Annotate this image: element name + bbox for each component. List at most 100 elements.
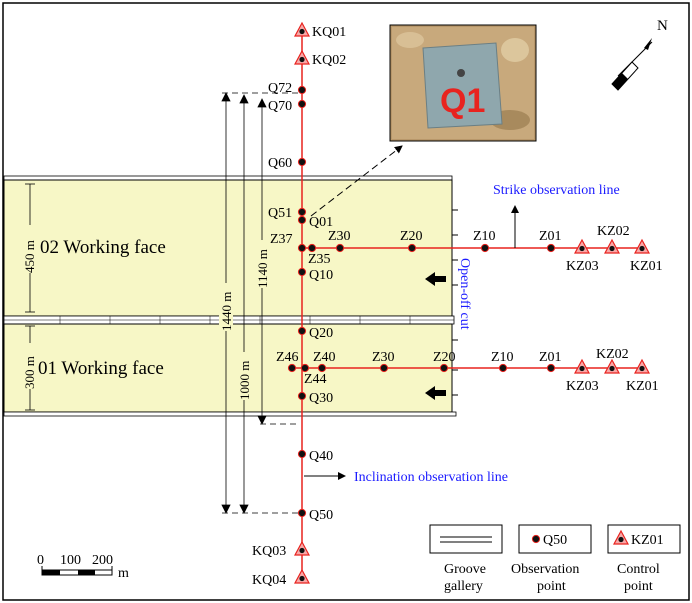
svg-text:Strike observation line: Strike observation line <box>493 183 620 198</box>
control-point-kq03: KQ03 <box>252 541 310 559</box>
svg-text:Groove: Groove <box>444 562 486 577</box>
svg-text:Z10: Z10 <box>491 350 514 365</box>
svg-text:Inclination observation line: Inclination observation line <box>354 470 508 485</box>
observation-point-z10: Z10 <box>473 229 496 253</box>
observation-point-q20: Q20 <box>297 326 333 341</box>
svg-text:KZ02: KZ02 <box>596 347 629 362</box>
dimension-1440m: 1440 m <box>219 292 234 331</box>
svg-text:Q50: Q50 <box>543 533 567 548</box>
observation-point-z20: Z20 <box>400 229 423 253</box>
observation-point-q30: Q30 <box>297 391 333 406</box>
photo-leader-line <box>310 145 403 217</box>
control-point-kq04: KQ04 <box>252 569 310 588</box>
photo-inset: Q1 <box>389 24 537 142</box>
svg-text:Q50: Q50 <box>309 508 333 523</box>
svg-text:450 m: 450 m <box>22 240 37 273</box>
north-arrow: N <box>611 18 668 91</box>
svg-text:KZ01: KZ01 <box>631 533 664 548</box>
svg-text:KQ03: KQ03 <box>252 544 286 559</box>
svg-text:Z40: Z40 <box>313 350 336 365</box>
observation-point-z30: Z30 <box>372 350 395 373</box>
face-02-label: 02 Working face <box>40 237 166 258</box>
svg-text:Z20: Z20 <box>400 229 423 244</box>
legend-control-point: KZ01 Control point <box>607 524 681 594</box>
svg-text:Q70: Q70 <box>268 99 292 114</box>
observation-point-q50: Q50 <box>297 508 333 523</box>
svg-text:KZ01: KZ01 <box>626 379 659 394</box>
control-point-kz01: KZ01 <box>630 239 663 274</box>
svg-text:100: 100 <box>60 553 81 568</box>
svg-text:Q01: Q01 <box>309 215 333 230</box>
inclination-points: KQ01 KQ02 Q72 Q70 Q60 Q51 Q01 Q10 Q20 Q3… <box>252 22 346 588</box>
svg-text:Q60: Q60 <box>268 156 292 171</box>
svg-text:300 m: 300 m <box>22 356 37 389</box>
control-point-kq02: KQ02 <box>294 50 346 68</box>
svg-text:m: m <box>118 566 129 581</box>
inclination-line-annotation: Inclination observation line <box>304 470 508 485</box>
svg-text:0: 0 <box>37 553 44 568</box>
strike-points-02: Z37 Z35 Z30 Z20 Z10 Z01 KZ03 KZ02 KZ01 <box>270 224 663 274</box>
photo-plate-text: Q1 <box>440 82 485 120</box>
control-point-kq01: KQ01 <box>294 22 346 40</box>
observation-point-z40: Z40 <box>313 350 336 373</box>
observation-point-z37: Z37 <box>270 232 307 253</box>
advance-arrow-01 <box>425 386 446 400</box>
observation-point-q10: Q10 <box>297 267 333 283</box>
observation-point-z46: Z46 <box>276 350 299 373</box>
face-01-label: 01 Working face <box>38 358 164 379</box>
scale-bar: 0 100 200 m <box>37 553 129 581</box>
svg-text:KQ01: KQ01 <box>312 25 346 40</box>
observation-point-q01: Q01 <box>297 215 333 230</box>
control-point-kz03: KZ03 <box>566 359 599 394</box>
observation-point-z01: Z01 <box>539 350 562 373</box>
observation-point-q70: Q70 <box>268 99 307 114</box>
strike-line-annotation: Strike observation line <box>493 183 620 248</box>
svg-text:Z35: Z35 <box>308 252 331 267</box>
svg-text:Q40: Q40 <box>309 449 333 464</box>
observation-point-q72: Q72 <box>268 81 307 96</box>
svg-text:Z01: Z01 <box>539 229 562 244</box>
svg-text:Q51: Q51 <box>268 206 292 221</box>
legend-groove-gallery: Groove gallery <box>429 524 503 594</box>
advance-arrow-02 <box>425 272 446 286</box>
svg-text:Z46: Z46 <box>276 350 299 365</box>
control-point-kz02: KZ02 <box>597 224 630 254</box>
observation-point-z30: Z30 <box>328 229 351 253</box>
svg-text:Z37: Z37 <box>270 232 293 247</box>
svg-text:KZ02: KZ02 <box>597 224 630 239</box>
svg-text:Z20: Z20 <box>433 350 456 365</box>
svg-text:Z10: Z10 <box>473 229 496 244</box>
observation-point-z01: Z01 <box>539 229 562 253</box>
dimension-450m: 450 m <box>22 183 38 313</box>
observation-point-q60: Q60 <box>268 156 307 171</box>
svg-text:Observation: Observation <box>511 562 579 577</box>
control-point-kz03: KZ03 <box>566 239 599 274</box>
north-label: N <box>657 18 668 34</box>
svg-text:gallery: gallery <box>444 579 483 594</box>
svg-text:Z30: Z30 <box>372 350 395 365</box>
strike-points-01: Z46 Z44 Z40 Z30 Z20 Z10 Z01 KZ03 KZ02 KZ… <box>276 347 659 394</box>
svg-text:Q30: Q30 <box>309 391 333 406</box>
control-point-kz02: KZ02 <box>596 347 629 374</box>
svg-text:Z44: Z44 <box>304 372 327 387</box>
svg-text:KQ02: KQ02 <box>312 53 346 68</box>
svg-text:Q72: Q72 <box>268 81 292 96</box>
svg-text:point: point <box>537 579 566 594</box>
dimension-1140m: 1140 m <box>255 249 270 288</box>
observation-point-q51: Q51 <box>268 206 307 221</box>
observation-point-z20: Z20 <box>433 350 456 373</box>
observation-point-z35: Z35 <box>307 243 331 267</box>
control-point-kz01: KZ01 <box>626 359 659 394</box>
observation-point-q40: Q40 <box>297 449 333 464</box>
svg-text:Q10: Q10 <box>309 268 333 283</box>
observation-point-z44: Z44 <box>300 363 327 387</box>
svg-text:Control: Control <box>617 562 660 577</box>
svg-text:Z01: Z01 <box>539 350 562 365</box>
svg-text:Z30: Z30 <box>328 229 351 244</box>
open-off-cut-label: Open-off cut <box>457 258 472 330</box>
legend-observation-point: Q50 Observation point <box>511 524 592 594</box>
open-off-cut-edge <box>452 209 458 396</box>
svg-text:200: 200 <box>92 553 113 568</box>
svg-text:KZ01: KZ01 <box>630 259 663 274</box>
